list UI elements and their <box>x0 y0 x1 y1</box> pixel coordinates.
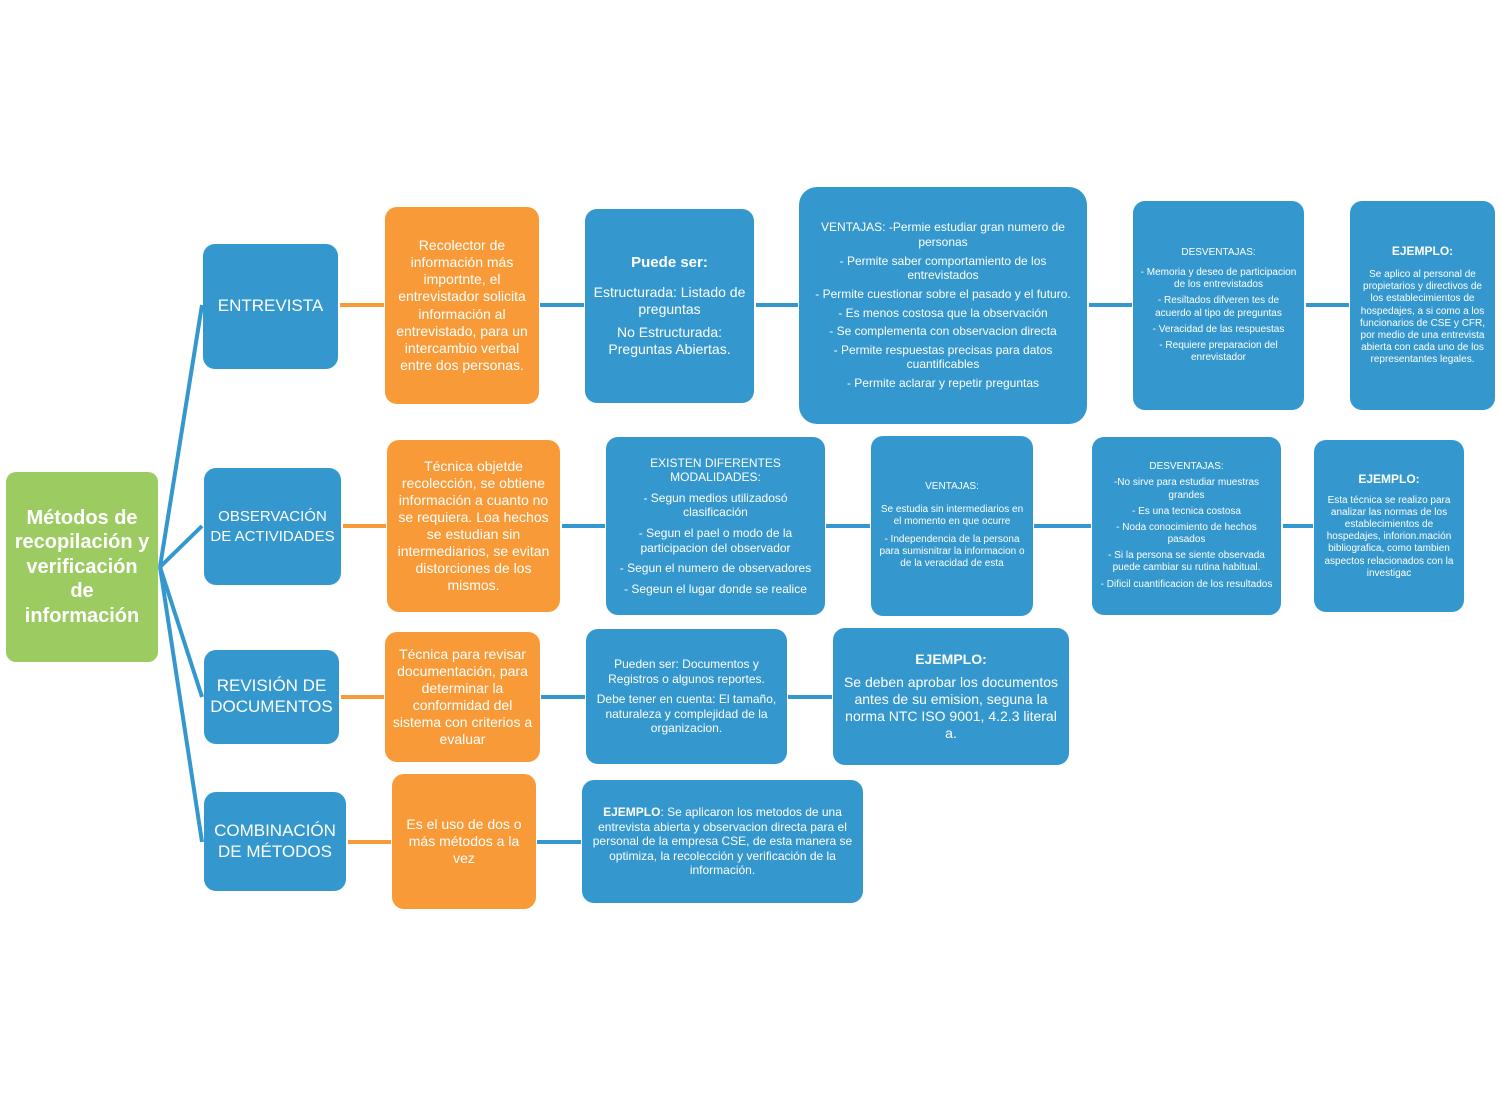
ventajas-item: VENTAJAS: -Permie estudiar gran numero d… <box>821 220 1065 249</box>
ventajas-item: - Permite cuestionar sobre el pasado y e… <box>815 286 1071 301</box>
root-title: Métodos de recopilación y verificación d… <box>14 507 150 627</box>
types-title: Puede ser: <box>631 253 708 271</box>
ejemplo-title: EJEMPLO: <box>915 650 987 667</box>
types-revision: Pueden ser: Documentos y Registros o alg… <box>586 629 787 764</box>
category-observacion: OBSERVACIÓN DE ACTIVIDADES <box>204 468 341 585</box>
types-item: Pueden ser: Documentos y Registros o alg… <box>608 656 765 686</box>
ejemplo-title: EJEMPLO: <box>1358 472 1420 487</box>
category-label: REVISIÓN DE DOCUMENTOS <box>210 676 333 716</box>
definition-combinacion: Es el uso de dos o más métodos a la vez <box>392 774 536 909</box>
definition-text: Recolector de información más importnte,… <box>396 237 528 373</box>
ventajas-item: - Independencia de la persona para sumis… <box>879 534 1025 570</box>
category-combinacion: COMBINACIÓN DE MÉTODOS <box>204 792 346 891</box>
types-entrevista: Puede ser: Estructurada: Listado de preg… <box>585 209 754 403</box>
ejemplo-observacion: EJEMPLO: Esta técnica se realizo para an… <box>1314 440 1464 612</box>
definition-text: Técnica para revisar documentación, para… <box>392 645 533 748</box>
connector-root-observacion <box>158 524 204 569</box>
ejemplo-title: EJEMPLO <box>603 804 661 819</box>
modalidades-item: - Segun el pael o modo de la participaci… <box>638 526 793 555</box>
modalidades-item: - Segun medios utilizadosó clasificación <box>643 490 788 520</box>
modalidades-title: EXISTEN DIFERENTES MODALIDADES: <box>650 455 781 485</box>
category-entrevista: ENTREVISTA <box>203 244 338 369</box>
desventajas-item: - Memoria y deseo de participacion de lo… <box>1140 266 1297 291</box>
desventajas-title: DESVENTAJAS: <box>1181 246 1256 258</box>
category-label: COMBINACIÓN DE MÉTODOS <box>214 820 336 861</box>
ventajas-item: - Permite saber comportamiento de los en… <box>839 253 1047 283</box>
desventajas-item: - Requiere preparacion del enrevistador <box>1159 339 1278 364</box>
connector-root-combinacion <box>158 566 204 843</box>
desventajas-item: - Es una tecnica costosa <box>1132 505 1241 517</box>
desventajas-observacion: DESVENTAJAS: -No sirve para estudiar mue… <box>1092 437 1281 615</box>
connector-root-revision <box>158 566 204 698</box>
modalidades-observacion: EXISTEN DIFERENTES MODALIDADES: - Segun … <box>606 437 825 615</box>
modalidades-item: - Segun el numero de observadores <box>619 561 812 576</box>
ejemplo-text: Esta técnica se realizo para analizar la… <box>1324 494 1454 579</box>
definition-text: Técnica objetde recolección, se obtiene … <box>397 457 550 594</box>
desventajas-item: - Resiltados difveren tes de acuerdo al … <box>1155 295 1282 319</box>
ventajas-title: VENTAJAS: <box>925 481 979 493</box>
ejemplo-revision: EJEMPLO: Se deben aprobar los documentos… <box>833 628 1069 765</box>
ventajas-item: - Permite aclarar y repetir preguntas <box>846 376 1040 390</box>
ventajas-observacion: VENTAJAS: Se estudia sin intermediarios … <box>871 436 1033 616</box>
ejemplo-text: : Se aplicaron los metodos de una entrev… <box>592 804 853 878</box>
connector-root-entrevista <box>158 304 204 568</box>
definition-revision: Técnica para revisar documentación, para… <box>385 632 540 762</box>
ejemplo-entrevista: EJEMPLO: Se aplico al personal de propie… <box>1350 201 1495 410</box>
ventajas-item: - Es menos costosa que la observación <box>838 305 1048 320</box>
ejemplo-text: Se deben aprobar los documentos antes de… <box>843 673 1059 742</box>
desventajas-item: - Veracidad de las respuestas <box>1152 323 1285 335</box>
desventajas-item: - Dificil cuantificacion de los resultad… <box>1100 578 1273 590</box>
definition-entrevista: Recolector de información más importnte,… <box>385 207 539 404</box>
desventajas-item: - Si la persona se siente observada pued… <box>1108 550 1265 574</box>
ventajas-item: Se estudia sin intermediarios en el mome… <box>880 503 1024 527</box>
ejemplo-combinacion: EJEMPLO: Se aplicaron los metodos de una… <box>582 780 863 903</box>
category-revision: REVISIÓN DE DOCUMENTOS <box>204 650 339 744</box>
ventajas-item: - Permite respuestas precisas para datos… <box>833 342 1053 372</box>
root-node: Métodos de recopilación y verificación d… <box>6 472 158 662</box>
ejemplo-text: Se aplico al personal de propietarios y … <box>1359 269 1486 366</box>
types-item: No Estructurada: Preguntas Abiertas. <box>608 324 731 358</box>
ejemplo-body: EJEMPLO: Se aplicaron los metodos de una… <box>588 805 857 878</box>
desventajas-item: -No sirve para estudiar muestras grandes <box>1113 477 1260 501</box>
types-item: Estructurada: Listado de preguntas <box>593 283 746 318</box>
desventajas-entrevista: DESVENTAJAS: - Memoria y deseo de partic… <box>1133 201 1304 410</box>
types-item: Debe tener en cuenta: El tamaño, natural… <box>596 692 777 736</box>
category-label: OBSERVACIÓN DE ACTIVIDADES <box>210 508 335 545</box>
desventajas-title: DESVENTAJAS: <box>1149 461 1224 473</box>
ejemplo-title: EJEMPLO: <box>1391 244 1454 259</box>
ventajas-entrevista: VENTAJAS: -Permie estudiar gran numero d… <box>799 187 1087 424</box>
definition-text: Es el uso de dos o más métodos a la vez <box>406 815 522 867</box>
modalidades-item: - Segeun el lugar donde se realice <box>624 581 807 596</box>
category-label: ENTREVISTA <box>217 296 324 316</box>
definition-observacion: Técnica objetde recolección, se obtiene … <box>387 440 560 612</box>
desventajas-item: - Noda conocimiento de hechos pasados <box>1116 521 1257 546</box>
ventajas-item: - Se complementa con observacion directa <box>829 324 1057 339</box>
